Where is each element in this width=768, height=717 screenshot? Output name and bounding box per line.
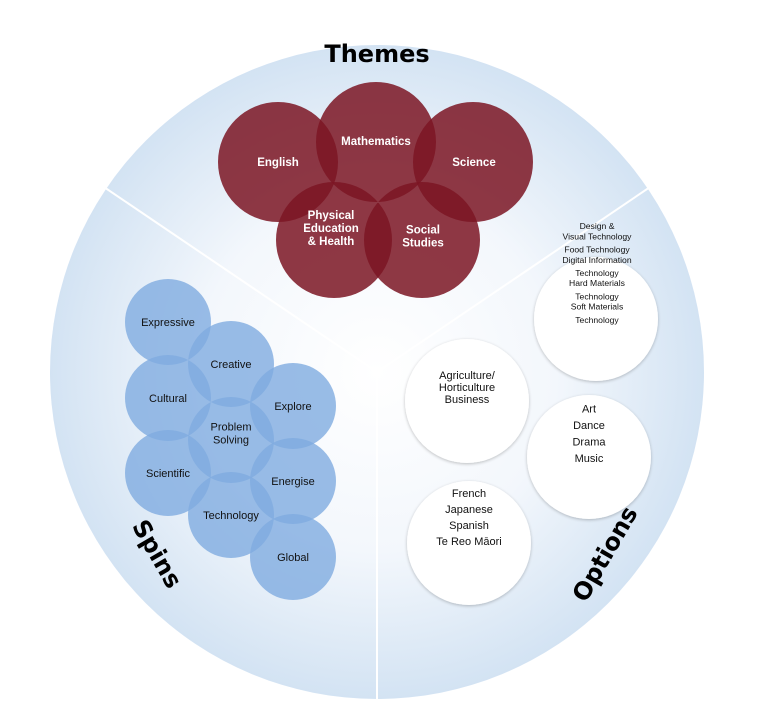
- theme-circle-mathematics: [316, 82, 436, 202]
- spin-label-global: Global: [277, 552, 309, 564]
- label-line: Energise: [271, 476, 314, 488]
- label-line: Technology: [575, 268, 619, 278]
- label-line: Problem: [211, 422, 252, 434]
- label-line: Education: [303, 223, 359, 235]
- section-dividers: [97, 182, 657, 699]
- spin-label-expressive: Expressive: [141, 317, 195, 329]
- label-line: English: [257, 157, 299, 169]
- label-line: Social: [406, 225, 440, 237]
- label-line: Digital Information: [562, 255, 631, 265]
- label-line: Business: [445, 394, 490, 406]
- option-circle-arts: [527, 395, 651, 519]
- label-line: Technology: [203, 510, 259, 522]
- divider-line-left: [97, 182, 378, 373]
- label-line: Te Reo Māori: [436, 536, 501, 548]
- theme-label-english: English: [257, 157, 299, 169]
- spin-label-creative: Creative: [211, 359, 252, 371]
- divider-line-right: [376, 182, 657, 373]
- option-circle-technology: [534, 257, 658, 381]
- label-line: Science: [452, 157, 495, 169]
- label-line: Mathematics: [341, 136, 411, 148]
- theme-label-science: Science: [452, 157, 495, 169]
- theme-circle-physical-education: [276, 182, 392, 298]
- spin-label-scientific: Scientific: [146, 468, 191, 480]
- label-line: Technology: [575, 315, 619, 325]
- label-line: Expressive: [141, 317, 195, 329]
- label-line: Design &: [580, 221, 615, 231]
- label-line: Studies: [402, 238, 444, 250]
- spin-circle-global: [250, 514, 336, 600]
- label-line: Dance: [573, 420, 605, 432]
- label-line: Cultural: [149, 393, 187, 405]
- label-line: Agriculture/: [439, 370, 496, 382]
- label-line: Visual Technology: [563, 231, 633, 241]
- label-line: Global: [277, 552, 309, 564]
- label-line: Hard Materials: [569, 278, 625, 288]
- label-line: Technology: [575, 291, 619, 301]
- label-line: Drama: [572, 436, 606, 448]
- label-line: French: [452, 488, 486, 500]
- label-line: Spanish: [449, 520, 489, 532]
- label-line: Japanese: [445, 504, 493, 516]
- label-line: Explore: [274, 401, 311, 413]
- label-line: Art: [582, 403, 596, 415]
- label-line: Physical: [308, 210, 355, 222]
- label-line: Food Technology: [564, 245, 630, 255]
- spin-circle-problem-solving: [188, 397, 274, 483]
- spin-label-technology: Technology: [203, 510, 259, 522]
- label-line: Solving: [213, 435, 249, 447]
- label-line: Creative: [211, 359, 252, 371]
- spin-label-explore: Explore: [274, 401, 311, 413]
- spin-circle-cultural: [125, 355, 211, 441]
- spin-circle-technology: [188, 472, 274, 558]
- theme-circle-social-studies: [364, 182, 480, 298]
- spins-cluster: Expressive Creative Cultural Explore Pro…: [125, 279, 336, 600]
- spin-circle-creative: [188, 321, 274, 407]
- label-line: & Health: [308, 236, 355, 248]
- option-circle-languages: [407, 481, 531, 605]
- spin-circle-expressive: [125, 279, 211, 365]
- label-line: Horticulture: [439, 382, 495, 394]
- theme-label-mathematics: Mathematics: [341, 136, 411, 148]
- spin-circle-scientific: [125, 430, 211, 516]
- section-title-themes: Themes: [324, 40, 429, 68]
- label-line: Soft Materials: [571, 302, 624, 312]
- option-circle-agriculture-business: [405, 339, 529, 463]
- spin-label-cultural: Cultural: [149, 393, 187, 405]
- spin-label-energise: Energise: [271, 476, 314, 488]
- label-line: Music: [575, 453, 604, 465]
- label-line: Scientific: [146, 468, 191, 480]
